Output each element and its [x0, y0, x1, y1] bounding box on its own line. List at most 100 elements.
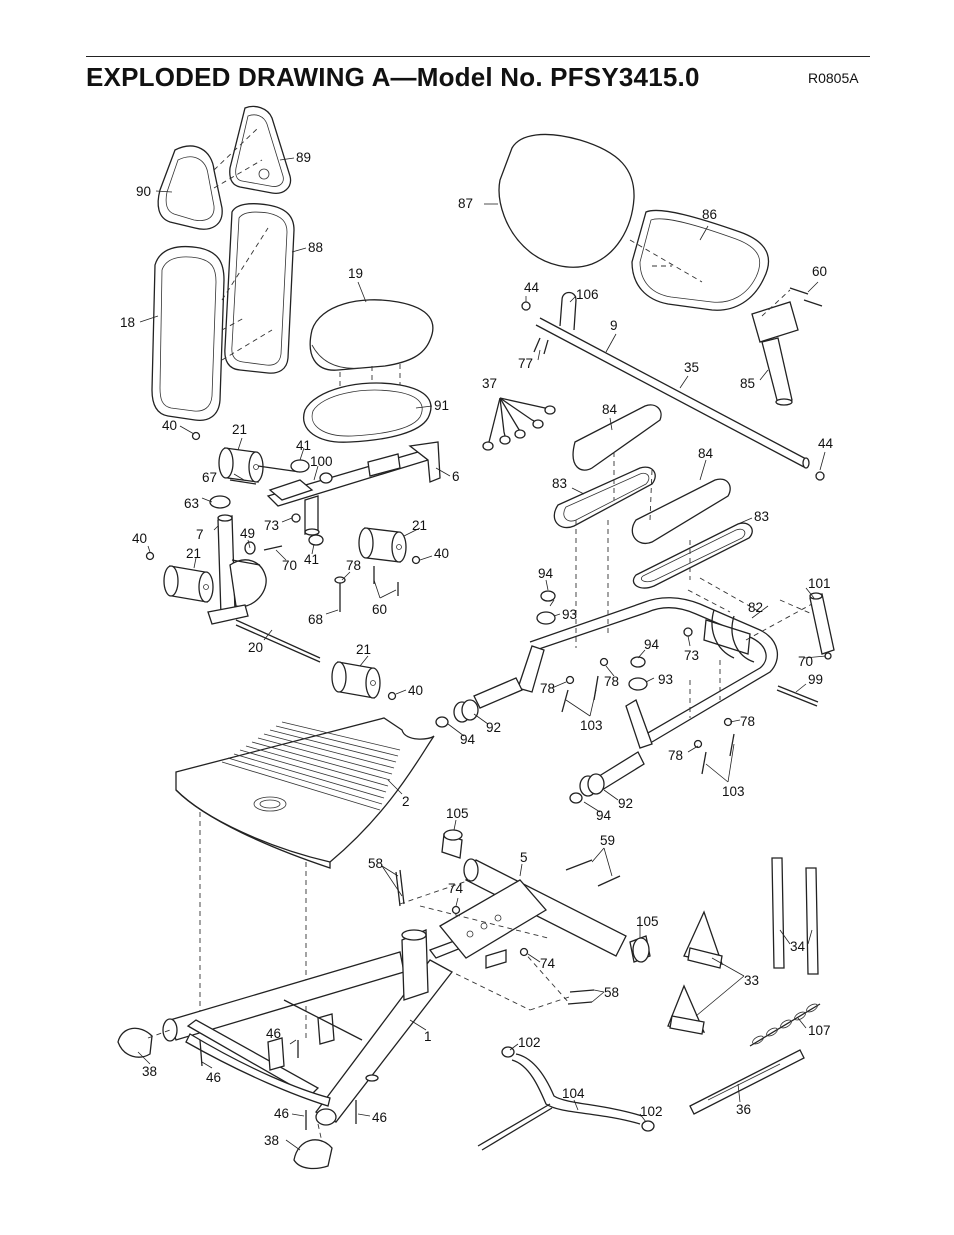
callout-58-a: 58: [368, 856, 383, 871]
callout-102-a: 102: [518, 1035, 541, 1050]
callout-83-b: 83: [754, 509, 769, 524]
callout-78-e: 78: [668, 748, 683, 763]
part-2-base-plate: [175, 717, 435, 869]
part-33-handles: [667, 910, 723, 1035]
callout-94-d: 94: [596, 808, 612, 823]
callout-99: 99: [808, 672, 823, 687]
callout-91: 91: [434, 398, 449, 413]
callout-7: 7: [196, 527, 204, 542]
part-84-arm-pad-left: [572, 404, 662, 471]
callout-46-d: 46: [372, 1110, 387, 1125]
part-88-shell: [224, 203, 295, 374]
part-21-roller-upper-left: [218, 447, 264, 483]
small-hardware-frame: [199, 859, 621, 1130]
callout-63: 63: [184, 496, 199, 511]
callout-33: 33: [744, 973, 759, 988]
callout-74-b: 74: [540, 956, 556, 971]
callout-93-a: 93: [562, 607, 577, 622]
callout-70-b: 70: [798, 654, 813, 669]
callout-21-a: 21: [232, 422, 247, 437]
callout-60-a: 60: [372, 602, 387, 617]
callout-86: 86: [702, 207, 717, 222]
part-84-arm-pad-right: [631, 478, 731, 545]
callout-40-d: 40: [408, 683, 423, 698]
callout-67: 67: [202, 470, 217, 485]
callout-78-d: 78: [740, 714, 755, 729]
callout-21-d: 21: [356, 642, 371, 657]
part-21-roller-upper-right: [358, 527, 407, 563]
callout-46-a: 46: [266, 1026, 281, 1041]
callout-93-b: 93: [658, 672, 673, 687]
callout-38-a: 38: [142, 1064, 157, 1079]
callout-46-c: 46: [274, 1106, 289, 1121]
callout-44-b: 44: [818, 436, 834, 451]
callout-84-b: 84: [698, 446, 714, 461]
part-19-seat: [309, 299, 434, 371]
callout-46-b: 46: [206, 1070, 221, 1085]
part-91-seat-base: [302, 382, 432, 443]
callout-34: 34: [790, 939, 806, 954]
callout-88: 88: [308, 240, 323, 255]
callout-73-a: 73: [264, 518, 279, 533]
callout-101: 101: [808, 576, 831, 591]
part-104-bar: [477, 1046, 655, 1151]
part-99-bolt: [776, 685, 819, 707]
part-1-main-frame: [162, 923, 508, 1126]
part-93-94-caps: [435, 590, 648, 804]
part-82-bracket: [703, 609, 755, 663]
callout-1: 1: [424, 1029, 432, 1044]
callout-102-b: 102: [640, 1104, 663, 1119]
callout-59: 59: [600, 833, 615, 848]
callout-60-b: 60: [812, 264, 827, 279]
part-6-seat-frame: [266, 441, 441, 536]
callout-40-c: 40: [434, 546, 449, 561]
callout-83-a: 83: [552, 476, 567, 491]
callout-41-b: 41: [304, 552, 319, 567]
callout-49: 49: [240, 526, 255, 541]
part-89-shell: [229, 105, 292, 194]
callout-105-b: 105: [636, 914, 659, 929]
callout-44-a: 44: [524, 280, 540, 295]
callout-103-b: 103: [722, 784, 745, 799]
part-85-back-bracket: [751, 287, 823, 406]
callout-2: 2: [402, 794, 410, 809]
part-5-upright: [439, 858, 627, 969]
part-107-chain: [749, 1003, 821, 1047]
part-105-caps: [441, 829, 651, 963]
callout-78-c: 78: [540, 681, 555, 696]
callout-94-c: 94: [460, 732, 476, 747]
part-92-cap-left: [453, 699, 479, 723]
callout-85: 85: [740, 376, 755, 391]
callout-94-b: 94: [644, 637, 660, 652]
callout-74-a: 74: [448, 881, 464, 896]
callout-89: 89: [296, 150, 311, 165]
leader-lines: [137, 157, 827, 1151]
header-rule: [86, 56, 870, 57]
part-101-pin: [809, 592, 835, 655]
callout-107: 107: [808, 1023, 831, 1038]
part-82-arm-frame: [473, 597, 779, 791]
part-36-ankle-strap: [689, 1049, 805, 1115]
callout-78-a: 78: [346, 558, 361, 573]
page-title: EXPLODED DRAWING A—Model No. PFSY3415.0: [86, 62, 700, 92]
callout-92-a: 92: [486, 720, 501, 735]
part-106-pin: [559, 291, 577, 331]
callout-37: 37: [482, 376, 497, 391]
callout-84-a: 84: [602, 402, 618, 417]
callout-78-b: 78: [604, 674, 619, 689]
callout-105-a: 105: [446, 806, 469, 821]
part-18-pad: [151, 245, 225, 422]
part-38-feet: [117, 1027, 333, 1170]
part-87-back-pad: [498, 133, 635, 268]
part-86-back-shell: [631, 209, 770, 311]
callout-70-a: 70: [282, 558, 297, 573]
callout-21-b: 21: [186, 546, 201, 561]
callout-82: 82: [748, 600, 763, 615]
part-35-long-bar: [535, 317, 810, 469]
part-90-pad: [157, 145, 223, 230]
part-37-cables: [482, 397, 556, 451]
callout-87: 87: [458, 196, 473, 211]
callout-18: 18: [120, 315, 135, 330]
part-7-front-post: [207, 514, 267, 625]
